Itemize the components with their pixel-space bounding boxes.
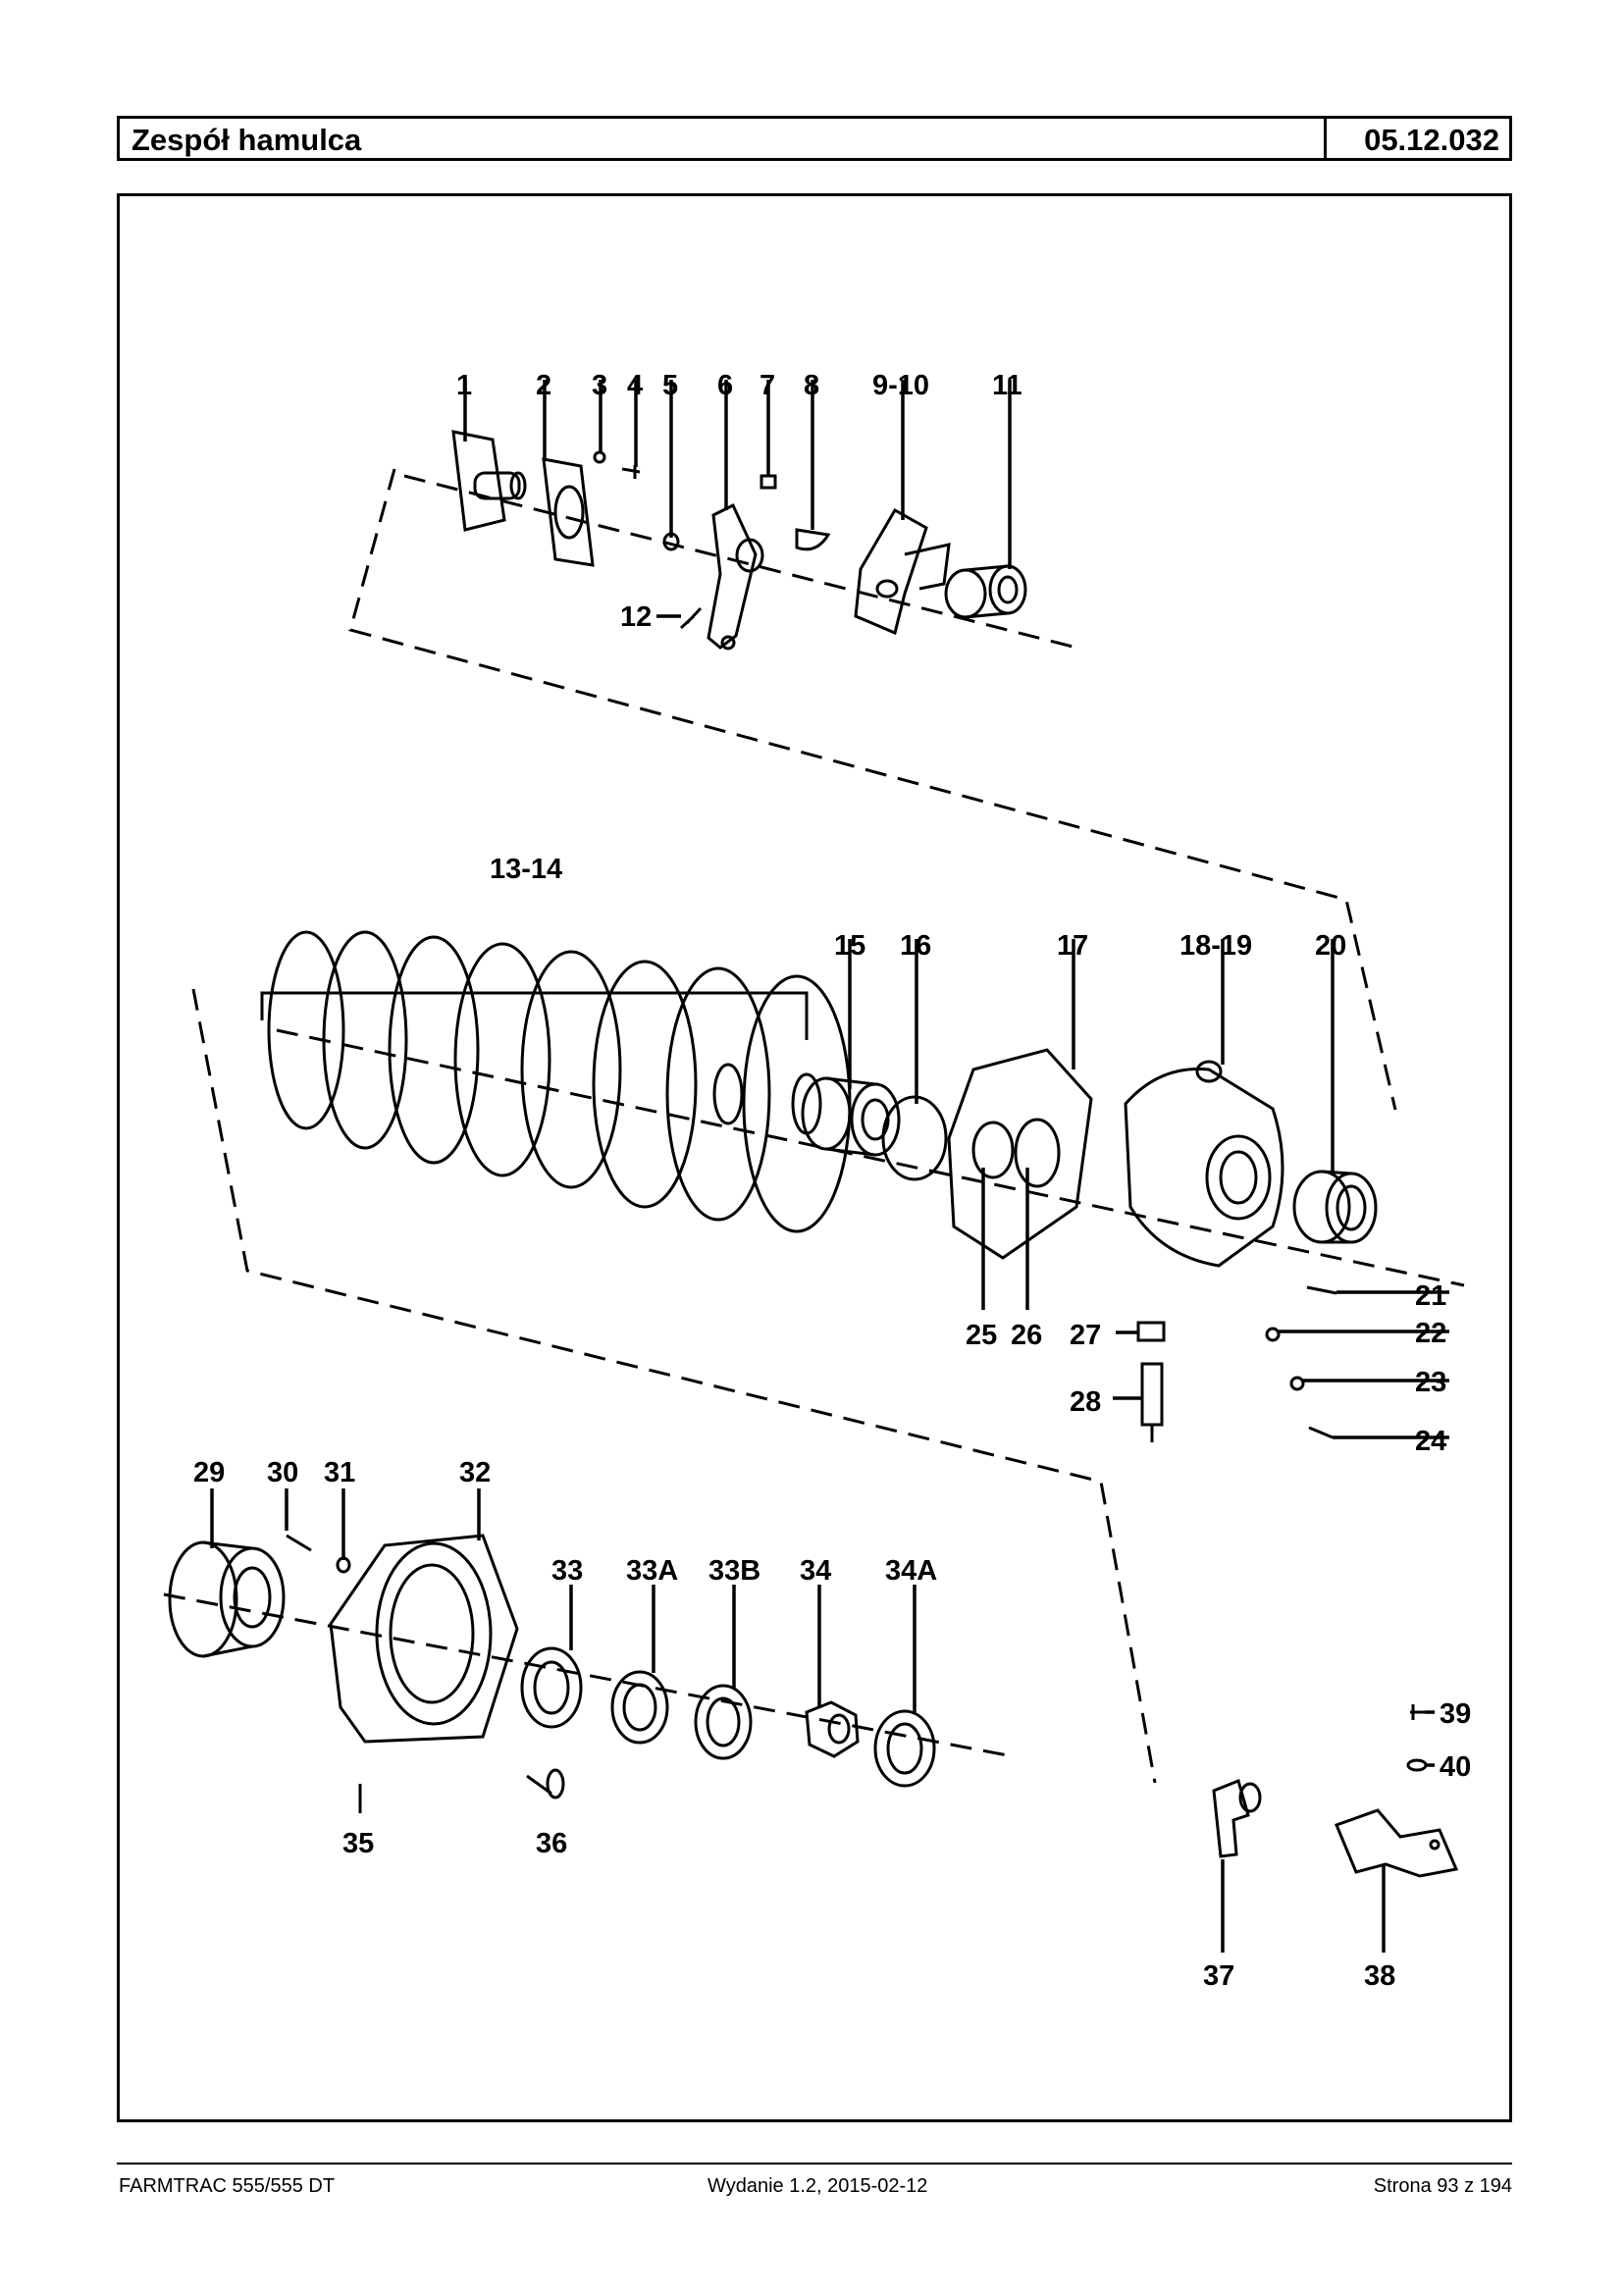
- footer-model: FARMTRAC 555/555 DT: [119, 2175, 336, 2197]
- callout-29: 29: [193, 1457, 225, 1488]
- page-header: Zespół hamulca 05.12.032: [117, 116, 1512, 161]
- part-18-19-housing: [1124, 1060, 1284, 1268]
- part-17-cover: [947, 1048, 1093, 1260]
- part-27-nut: [1136, 1321, 1166, 1342]
- leader-lines: [210, 380, 1449, 1953]
- callout-1: 1: [456, 370, 472, 401]
- callout-3: 3: [592, 370, 607, 401]
- callout-20: 20: [1315, 930, 1346, 962]
- part-8-key: [795, 528, 831, 551]
- part-12-screw: [679, 606, 703, 630]
- callout-22: 22: [1415, 1318, 1446, 1349]
- part-1-shaft-flange: [451, 430, 527, 532]
- part-33-ring: [520, 1646, 583, 1729]
- callout-25: 25: [966, 1320, 997, 1351]
- callout-34: 34: [800, 1555, 831, 1587]
- callout-5: 5: [662, 370, 678, 401]
- callout-40: 40: [1440, 1751, 1471, 1783]
- callout-27: 27: [1070, 1320, 1101, 1351]
- part-34a-ring: [873, 1709, 936, 1788]
- part-9-10-bracket: [854, 507, 951, 636]
- callout-15: 15: [834, 930, 865, 962]
- bracket-13-14: [260, 991, 809, 1040]
- part-33a-ring: [610, 1670, 669, 1745]
- callout-8: 8: [804, 370, 819, 401]
- part-39-bolt: [1410, 1704, 1425, 1720]
- part-36-bolt: [526, 1768, 565, 1799]
- callout-4: 4: [627, 370, 643, 401]
- callout-33b: 33B: [708, 1555, 760, 1587]
- callout-labels: 1 2 3 4 5 6 7 8 9-10 11 12 13-14 15 16 1…: [193, 370, 1471, 1992]
- section-code: 05.12.032: [1364, 123, 1499, 157]
- group-outline-1: [348, 468, 1397, 1111]
- callout-30: 30: [267, 1457, 298, 1488]
- part-21-bolt: [1306, 1285, 1337, 1295]
- part-32-flange-housing: [329, 1534, 519, 1744]
- group-outline-2: [191, 988, 1157, 1784]
- callout-23: 23: [1415, 1367, 1446, 1398]
- part-34-nut: [805, 1700, 860, 1758]
- part-13-14-disc-pack: [267, 930, 852, 1233]
- callout-35: 35: [342, 1828, 374, 1859]
- callout-34a: 34A: [885, 1555, 937, 1587]
- callout-2: 2: [536, 370, 551, 401]
- part-22-washer: [1265, 1327, 1281, 1342]
- callout-39: 39: [1440, 1698, 1471, 1730]
- part-29-seal: [168, 1540, 286, 1658]
- axis-3: [163, 1592, 1014, 1758]
- callout-12: 12: [620, 601, 652, 633]
- diagram-frame: 1 2 3 4 5 6 7 8 9-10 11 12 13-14 15 16 1…: [117, 193, 1512, 2122]
- callout-13-14: 13-14: [490, 854, 562, 885]
- callout-28: 28: [1070, 1386, 1101, 1418]
- callout-6: 6: [717, 370, 733, 401]
- part-2-gasket: [542, 457, 595, 567]
- part-24-bolt: [1308, 1426, 1334, 1439]
- part-11-bushing: [944, 564, 1027, 619]
- footer-rule: [117, 2163, 1512, 2165]
- part-4-bolt: [621, 465, 641, 479]
- part-38-bracket: [1335, 1808, 1459, 1878]
- part-6-lever: [707, 502, 764, 651]
- part-37-fitting: [1212, 1778, 1262, 1858]
- callout-11: 11: [992, 370, 1022, 401]
- callout-32: 32: [459, 1457, 491, 1488]
- part-15-bearing: [801, 1076, 901, 1157]
- callout-38: 38: [1364, 1960, 1395, 1992]
- axis-2: [276, 1028, 1465, 1287]
- part-3-washer: [593, 450, 606, 464]
- callout-17: 17: [1057, 930, 1088, 962]
- callout-31: 31: [324, 1457, 355, 1488]
- callout-16: 16: [900, 930, 931, 962]
- callout-33a: 33A: [626, 1555, 678, 1587]
- callout-26: 26: [1011, 1320, 1042, 1351]
- part-20-seal: [1292, 1170, 1378, 1244]
- callout-33: 33: [551, 1555, 583, 1587]
- callout-9-10: 9-10: [872, 370, 929, 401]
- axis-1: [403, 474, 1077, 650]
- part-28-stud: [1140, 1362, 1164, 1442]
- part-7-nut: [760, 474, 777, 490]
- part-31-washer: [336, 1556, 351, 1574]
- exploded-diagram: 1 2 3 4 5 6 7 8 9-10 11 12 13-14 15 16 1…: [163, 370, 1471, 1992]
- part-33b-ring: [694, 1684, 753, 1760]
- callout-18-19: 18-19: [1179, 930, 1252, 962]
- callout-36: 36: [536, 1828, 567, 1859]
- callout-37: 37: [1203, 1960, 1234, 1992]
- callout-24: 24: [1415, 1426, 1446, 1457]
- page-title: Zespół hamulca: [131, 123, 362, 157]
- footer-page-number: Strona 93 z 194: [1373, 2175, 1512, 2197]
- callout-7: 7: [760, 370, 775, 401]
- part-30-bolt: [286, 1534, 312, 1552]
- callout-21: 21: [1415, 1280, 1446, 1312]
- part-40-washer: [1406, 1758, 1428, 1772]
- part-23-washer: [1289, 1376, 1305, 1391]
- part-16-oring: [881, 1095, 948, 1181]
- footer-edition: Wydanie 1.2, 2015-02-12: [707, 2175, 928, 2197]
- header-divider: [1324, 119, 1327, 158]
